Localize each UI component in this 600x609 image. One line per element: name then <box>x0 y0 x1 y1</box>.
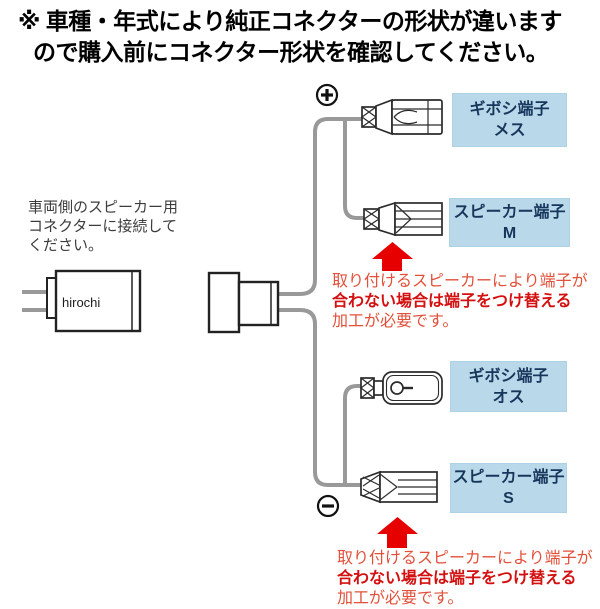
terminal-speaker-s-icon <box>360 470 438 504</box>
brand-label: hirochi <box>62 295 101 310</box>
terminal-speaker-m-icon <box>362 201 443 237</box>
plus-icon <box>315 83 339 107</box>
minus-wire-branch <box>343 384 364 485</box>
notice-line-2: ので購入前にコネクター形状を確認してください。 <box>33 39 549 65</box>
vehicle-side-note: 車両側のスピーカー用 コネクターに接続して ください。 <box>28 198 178 255</box>
plus-wire-branch <box>343 119 364 220</box>
label-giboshi-female: ギボシ端子 メス <box>452 93 567 147</box>
instruction-line-3: ください。 <box>28 237 104 254</box>
warning-line-2: 合わない場合は端子をつけ替える <box>337 570 577 587</box>
label-speaker-m: スピーカー端子 M <box>449 198 570 247</box>
terminal-giboshi-female-icon <box>360 98 443 136</box>
instruction-line-1: 車両側のスピーカー用 <box>28 199 179 216</box>
minus-wire-main <box>279 308 363 487</box>
warning-line-1: 取り付けるスピーカーにより端子が <box>337 550 593 567</box>
minus-icon <box>316 494 340 518</box>
label-text: M <box>502 224 517 242</box>
vehicle-wire-stubs <box>22 290 48 312</box>
terminal-warning-bottom: 取り付けるスピーカーにより端子が 合わない場合は端子をつけ替える 加工が必要です… <box>337 549 593 609</box>
label-giboshi-male: ギボシ端子 オス <box>450 361 567 412</box>
plus-wire-main <box>279 117 363 296</box>
up-arrow-icon <box>372 242 413 271</box>
label-speaker-s: スピーカー端子 S <box>450 463 567 513</box>
label-text: メス <box>493 122 526 139</box>
label-text: オス <box>492 388 525 406</box>
warning-line-2: 合わない場合は端子をつけ替える <box>332 293 572 310</box>
adapter-connector <box>207 271 280 334</box>
label-text: ギボシ端子 <box>468 367 549 385</box>
label-text: S <box>503 490 514 507</box>
instruction-line-2: コネクターに接続して <box>28 218 177 235</box>
label-text: スピーカー端子 <box>452 469 565 486</box>
warning-line-3: 加工が必要です。 <box>337 590 464 607</box>
wires <box>22 117 364 487</box>
notice-line-1: ※ 車種・年式により純正コネクターの形状が違います <box>18 8 562 34</box>
warning-line-1: 取り付けるスピーカーにより端子が <box>332 273 588 290</box>
label-text: スピーカー端子 <box>453 203 566 221</box>
notice-text: ※ 車種・年式により純正コネクターの形状が違います ので購入前にコネクター形状を… <box>18 6 562 68</box>
label-text: ギボシ端子 <box>469 101 550 118</box>
vehicle-connector <box>46 269 142 333</box>
terminal-warning-middle: 取り付けるスピーカーにより端子が 合わない場合は端子をつけ替える 加工が必要です… <box>332 272 588 332</box>
warning-line-3: 加工が必要です。 <box>332 313 459 330</box>
terminal-giboshi-male-icon <box>360 371 443 405</box>
up-arrow-icon <box>377 517 418 548</box>
